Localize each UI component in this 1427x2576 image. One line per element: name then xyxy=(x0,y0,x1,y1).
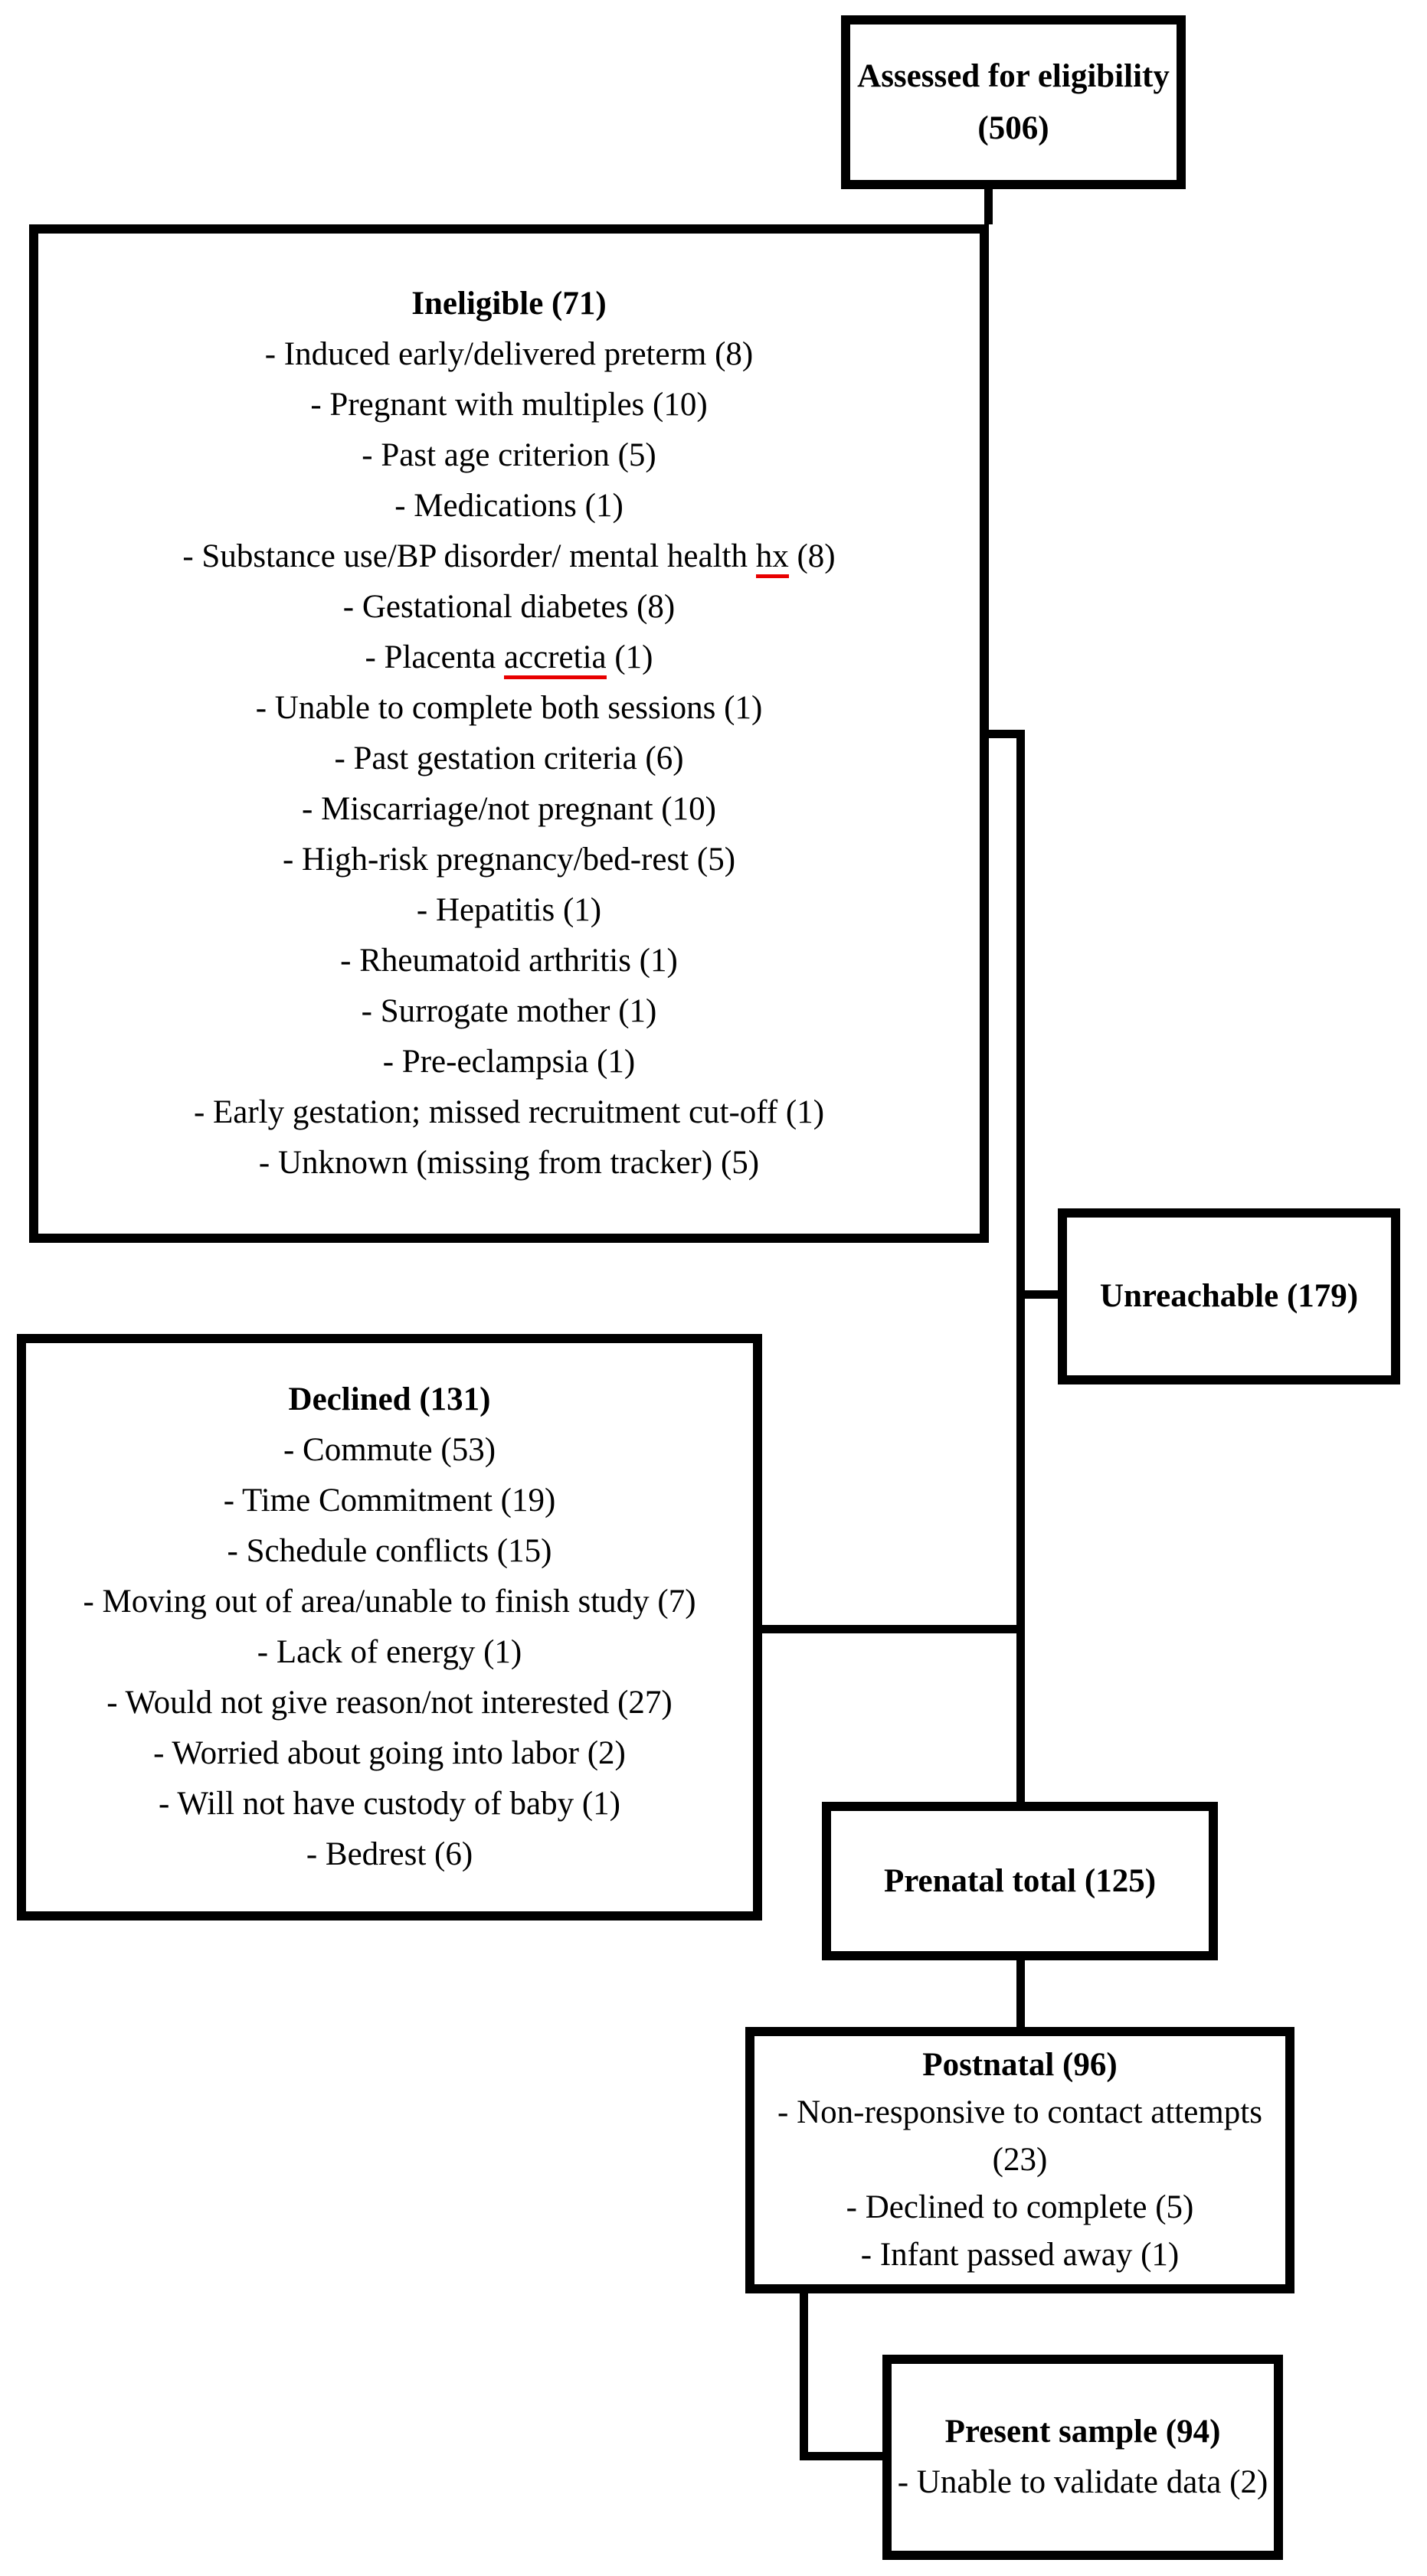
list-item: - Infant passed away (1) xyxy=(860,2237,1180,2273)
connector-to-declined xyxy=(762,1625,1025,1633)
node-unreachable: Unreachable (179) xyxy=(1058,1208,1400,1384)
list-item: - Commute (53) xyxy=(283,1432,496,1468)
connector-assessed-to-main-line xyxy=(984,189,993,224)
node-title: Unreachable (179) xyxy=(1099,1278,1359,1314)
list-item: - Unable to validate data (2) xyxy=(897,2464,1268,2500)
list-item: - Pre-eclampsia (1) xyxy=(382,1044,636,1080)
list-item: - Miscarriage/not pregnant (10) xyxy=(302,791,716,827)
node-title: Assessed for eligibility xyxy=(857,57,1170,94)
node-item-list: - Non-responsive to contact attempts (23… xyxy=(754,2089,1285,2279)
connector-to-present-sample xyxy=(800,2452,882,2460)
list-item: - Rheumatoid arthritis (1) xyxy=(340,943,678,979)
list-item: - Unknown (missing from tracker) (5) xyxy=(258,1145,760,1181)
node-ineligible: Ineligible (71) - Induced early/delivere… xyxy=(29,224,989,1243)
node-count: (506) xyxy=(977,110,1049,146)
list-item: - Pregnant with multiples (10) xyxy=(310,387,708,423)
node-item-list: - Commute (53) - Time Commitment (19) - Sc… xyxy=(26,1425,753,1880)
list-item: - Lack of energy (1) xyxy=(257,1634,522,1670)
list-item: - Surrogate mother (1) xyxy=(361,993,657,1029)
node-title: Prenatal total (125) xyxy=(883,1862,1157,1899)
list-item: - Will not have custody of baby (1) xyxy=(159,1786,620,1822)
list-item: - Time Commitment (19) xyxy=(223,1483,556,1518)
connector-ineligible-junction xyxy=(980,730,1025,738)
list-item: - Bedrest (6) xyxy=(306,1836,473,1872)
list-item: - Substance use/BP disorder/ mental heal… xyxy=(38,531,980,582)
list-item: - High-risk pregnancy/bed-rest (5) xyxy=(282,842,736,878)
connector-to-unreachable xyxy=(1025,1290,1058,1299)
node-title: Declined (131) xyxy=(288,1381,491,1417)
list-item: - Unable to complete both sessions (1) xyxy=(255,690,763,726)
node-present-sample: Present sample (94) - Unable to validate… xyxy=(882,2355,1283,2560)
node-item-list: - Unable to validate data (2) xyxy=(892,2457,1274,2508)
list-item: - Worried about going into labor (2) xyxy=(153,1735,626,1771)
node-title: Ineligible (71) xyxy=(411,286,607,322)
list-item: - Hepatitis (1) xyxy=(416,892,602,928)
list-item: - Past gestation criteria (6) xyxy=(334,740,684,776)
node-assessed-for-eligibility: Assessed for eligibility (506) xyxy=(841,15,1186,189)
connector-prenatal-to-postnatal xyxy=(1016,1960,1025,2027)
node-prenatal-total: Prenatal total (125) xyxy=(822,1802,1218,1960)
spellcheck-underlined-word: hx xyxy=(755,538,789,578)
node-declined: Declined (131) - Commute (53) - Time Comm… xyxy=(17,1334,762,1921)
list-item: - Medications (1) xyxy=(394,488,623,524)
list-item: - Schedule conflicts (15) xyxy=(227,1533,552,1569)
node-title: Present sample (94) xyxy=(944,2414,1221,2450)
connector-postnatal-down xyxy=(800,2293,808,2457)
list-item: - Gestational diabetes (8) xyxy=(342,589,676,625)
node-postnatal: Postnatal (96) - Non-responsive to conta… xyxy=(745,2027,1294,2293)
list-item: - Declined to complete (5) xyxy=(846,2189,1194,2225)
list-item: - Placenta accretia (1) xyxy=(38,633,980,683)
list-item: - Early gestation; missed recruitment cu… xyxy=(193,1094,825,1130)
connector-main-vertical-line xyxy=(1016,730,1025,1802)
list-item: - Would not give reason/not interested (… xyxy=(106,1685,673,1721)
list-item: - Non-responsive to contact attempts (23… xyxy=(777,2094,1262,2178)
node-title: Postnatal (96) xyxy=(922,2047,1118,2083)
list-item: - Moving out of area/unable to finish st… xyxy=(83,1584,696,1620)
list-item: - Past age criterion (5) xyxy=(362,437,656,473)
spellcheck-underlined-word: accretia xyxy=(503,639,607,679)
list-item: - Induced early/delivered preterm (8) xyxy=(264,336,754,372)
node-item-list: - Induced early/delivered preterm (8) - P… xyxy=(38,329,980,1188)
